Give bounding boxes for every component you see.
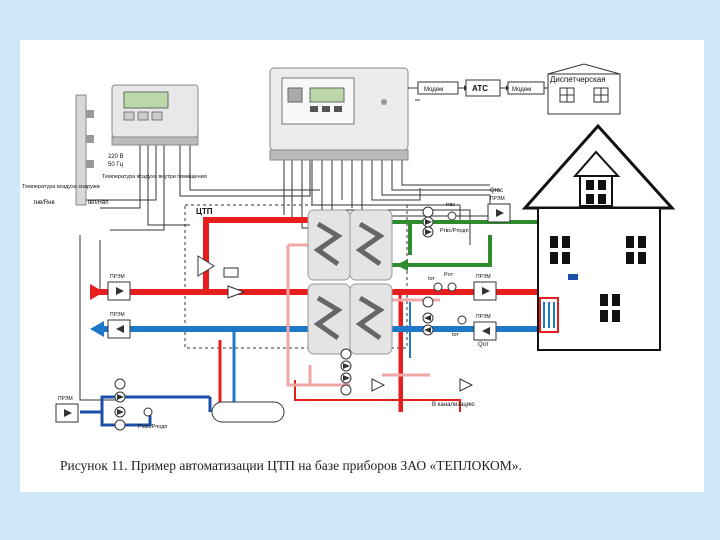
sensor-ot-in bbox=[433, 282, 443, 292]
label-prem-6: ПРЭМ bbox=[58, 396, 73, 402]
hot-water-return-arrow bbox=[396, 259, 408, 271]
label-power-v: 220 В bbox=[108, 154, 124, 160]
controller-main bbox=[269, 67, 409, 161]
label-modem-left: Модем bbox=[424, 87, 443, 93]
label-power-hz: 50 Гц bbox=[108, 162, 124, 168]
valve-supply bbox=[197, 255, 215, 277]
label-ctp: ЦТП bbox=[196, 207, 213, 216]
controller-left bbox=[111, 84, 199, 146]
label-modem-right: Модем bbox=[512, 87, 531, 93]
sensor-hw bbox=[447, 211, 457, 221]
pump-cold-4 bbox=[114, 419, 126, 431]
pump-circ-4 bbox=[340, 384, 352, 396]
label-p-hw: Pгвс/Рподп bbox=[440, 228, 469, 234]
signal-wires bbox=[79, 99, 500, 401]
ctp-boundary bbox=[184, 204, 408, 349]
label-prem-2: ПРЭМ bbox=[110, 312, 125, 318]
label-t-ot-in: tот bbox=[428, 276, 435, 282]
label-t-hw: tгвс bbox=[446, 202, 455, 208]
label-temp-indoor: Температура воздуха внутри помещения bbox=[102, 174, 207, 180]
label-dispatch: Диспетчерская bbox=[550, 75, 606, 84]
label-p-cold: Рхвс/Рподп bbox=[138, 424, 167, 430]
label-prem-1: ПРЭМ bbox=[110, 274, 125, 280]
valve-circ bbox=[371, 378, 386, 392]
figure-caption: Рисунок 11. Пример автоматизации ЦТП на … bbox=[60, 458, 522, 473]
sensor-cold bbox=[143, 407, 153, 417]
controller-left-display bbox=[123, 91, 169, 109]
pump-hw-1 bbox=[422, 206, 434, 218]
label-t-out: tнв/Rнв bbox=[34, 200, 55, 206]
heat-exchangers bbox=[307, 209, 393, 355]
valve-regulator bbox=[227, 285, 246, 299]
label-p-ot: Pот bbox=[444, 272, 454, 278]
expansion-tank bbox=[211, 401, 285, 423]
labels: Диспетчерская Модем АТС Модем ЦТП 220 В … bbox=[22, 75, 606, 430]
label-prem-3: ПРЭМ bbox=[490, 196, 505, 202]
valve-actuator bbox=[223, 267, 239, 278]
label-ats: АТС bbox=[472, 84, 488, 93]
cold-water-line bbox=[80, 395, 212, 427]
meter-arrows bbox=[64, 209, 504, 417]
faucet bbox=[568, 274, 578, 280]
pump-arrows bbox=[117, 219, 432, 415]
terminal-strip bbox=[75, 94, 94, 206]
pump-ot-1 bbox=[422, 296, 434, 308]
label-drain: В канализацию bbox=[432, 402, 475, 408]
label-q-ot: Qот bbox=[478, 342, 489, 348]
ctp-automation-diagram: Диспетчерская Модем АТС Модем ЦТП 220 В … bbox=[22, 63, 676, 431]
label-prem-4: ПРЭМ bbox=[476, 274, 491, 280]
return-outlet-arrow bbox=[90, 321, 104, 337]
supply-inlet-arrow bbox=[90, 284, 104, 300]
pump-cold-1 bbox=[114, 378, 126, 390]
dispatch-building bbox=[547, 63, 621, 115]
controller-main-display bbox=[309, 87, 345, 103]
house bbox=[521, 123, 676, 351]
label-q-hw: Qгвс bbox=[490, 188, 503, 194]
sensor-ot-out bbox=[457, 315, 467, 325]
diagram-sheet: Диспетчерская Модем АТС Модем ЦТП 220 В … bbox=[20, 40, 704, 492]
telecom bbox=[408, 79, 548, 97]
label-t-in: tвп/Rвп bbox=[88, 200, 109, 206]
valves bbox=[143, 211, 474, 417]
pump-circ-1 bbox=[340, 348, 352, 360]
label-prem-5: ПРЭМ bbox=[476, 314, 491, 320]
valve-drain bbox=[459, 378, 474, 392]
label-temp-outdoor: Температура воздуха снаружи bbox=[22, 184, 100, 190]
label-t-ot-out: tот bbox=[452, 332, 459, 338]
sensor-ot-p bbox=[447, 282, 457, 292]
